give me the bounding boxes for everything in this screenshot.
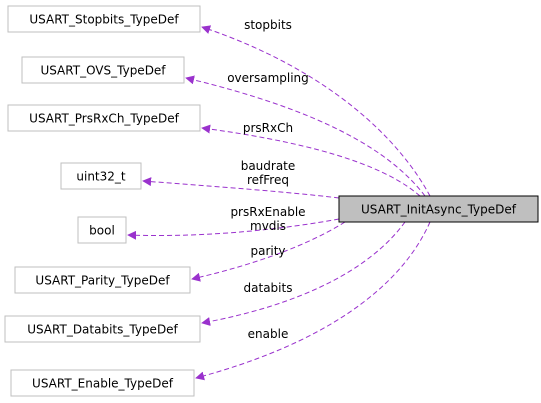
node-box [21,56,185,84]
node-label: bool [89,224,115,238]
node-box [10,369,195,397]
edge-label: refFreq [247,173,289,187]
node-usart-stopbits-typedef[interactable]: USART_Stopbits_TypeDef [7,5,201,33]
node-label: USART_Enable_TypeDef [32,377,174,391]
node-box [14,266,191,294]
main-node-usart-initasync-typedef[interactable]: USART_InitAsync_TypeDef [338,195,539,223]
node-uint32-t[interactable]: uint32_t [60,162,142,190]
edge-label: mvdis [250,219,286,233]
node-usart-prsrxch-typedef[interactable]: USART_PrsRxCh_TypeDef [7,104,201,132]
node-usart-ovs-typedef[interactable]: USART_OVS_TypeDef [21,56,185,84]
edge-arrow [127,218,340,240]
node-label: USART_Parity_TypeDef [35,274,170,288]
edge-arrow [195,221,431,381]
nodes: USART_Stopbits_TypeDefUSART_OVS_TypeDefU… [4,5,201,397]
edge-label: baudrate [241,159,296,173]
edge-prsrxch: prsRxCh [201,121,421,197]
edge-arrow [185,75,426,197]
edge-arrow [191,221,346,282]
edge-label: prsRxEnable [230,205,305,219]
node-usart-parity-typedef[interactable]: USART_Parity_TypeDef [14,266,191,294]
node-box [7,104,201,132]
node-usart-databits-typedef[interactable]: USART_Databits_TypeDef [4,315,201,343]
edge-label: stopbits [244,18,292,32]
edge-arrow [142,177,340,199]
edge-arrow [201,221,406,326]
edge-stopbits: stopbits [201,18,431,197]
node-usart-enable-typedef[interactable]: USART_Enable_TypeDef [10,369,195,397]
node-label: USART_Databits_TypeDef [27,323,178,337]
main-node-label: USART_InitAsync_TypeDef [361,203,517,217]
node-box [77,216,127,244]
edge-arrow [201,25,431,197]
edge-label: prsRxCh [243,121,293,135]
edges: stopbits oversampling prsRxCh baudraterefFr… [127,18,431,381]
node-label: uint32_t [76,170,126,184]
edge-label: enable [248,327,289,341]
node-label: USART_PrsRxCh_TypeDef [29,112,179,126]
edge-parity: parity [191,221,346,282]
node-box [4,315,201,343]
node-label: USART_Stopbits_TypeDef [29,13,179,27]
edge-enable: enable [195,221,431,381]
node-box [7,5,201,33]
edge-label: databits [244,281,293,295]
node-box [60,162,142,190]
edge-label: parity [250,244,285,258]
node-bool[interactable]: bool [77,216,127,244]
node-label: USART_OVS_TypeDef [40,64,166,78]
edge-label: oversampling [227,71,309,85]
edge-databits: databits [201,221,406,326]
edge-arrow [201,124,421,197]
edge-oversampling: oversampling [185,71,426,197]
